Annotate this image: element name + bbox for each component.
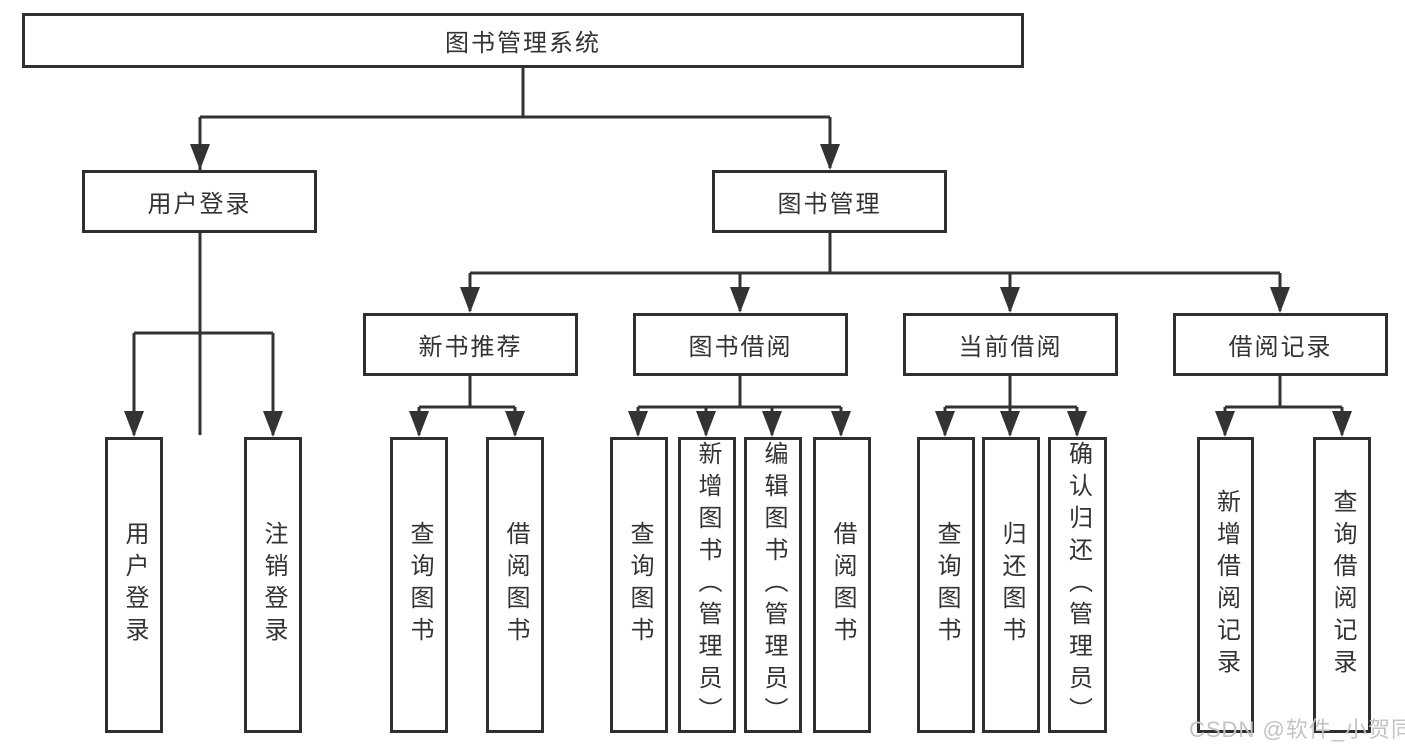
arrow-down-icon [820, 144, 840, 170]
node-borrow-records: 借阅记录 [1173, 313, 1388, 376]
arrow-down-icon [762, 411, 782, 437]
leaf-query-borrow-record: 查询借阅记录 [1313, 437, 1371, 733]
connector-borrow-records [1223, 376, 1344, 435]
leaf-edit-book-admin-label: 编辑图书（管理员） [760, 441, 787, 729]
node-new-book-recommend: 新书推荐 [363, 313, 578, 376]
leaf-add-book-admin-label: 新增图书（管理员） [694, 441, 721, 729]
leaf-return-book-label: 归还图书 [998, 521, 1025, 649]
leaf-return-book: 归还图书 [982, 437, 1040, 733]
node-current-borrow-label: 当前借阅 [958, 334, 1063, 361]
leaf-borrow-books-label: 借阅图书 [829, 521, 856, 649]
arrow-down-icon [124, 411, 144, 437]
leaf-confirm-return-admin: 确认归还（管理员） [1048, 437, 1107, 733]
arrow-down-icon [1000, 287, 1020, 313]
arrow-down-icon [831, 411, 851, 437]
arrow-down-icon [505, 411, 525, 437]
leaf-query-books-borrow: 查询图书 [610, 437, 668, 733]
arrow-down-icon [1215, 411, 1235, 437]
arrow-down-icon [263, 411, 283, 437]
arrow-down-icon [696, 411, 716, 437]
node-root: 图书管理系统 [22, 13, 1024, 68]
arrow-down-icon [1000, 411, 1020, 437]
leaf-borrow-books-recommend-label: 借阅图书 [502, 521, 529, 649]
arrow-down-icon [730, 287, 750, 313]
arrow-down-icon [1332, 411, 1352, 437]
node-book-borrow: 图书借阅 [633, 313, 848, 376]
leaf-edit-book-admin: 编辑图书（管理员） [744, 437, 802, 733]
node-current-borrow: 当前借阅 [903, 313, 1118, 376]
connector-root [198, 68, 832, 435]
leaf-user-login-label: 用户登录 [121, 521, 148, 649]
leaf-add-borrow-record-label: 新增借阅记录 [1212, 489, 1240, 681]
node-user-login-label: 用户登录 [147, 191, 252, 218]
arrow-down-icon [1270, 287, 1290, 313]
leaf-user-login: 用户登录 [105, 437, 163, 733]
leaf-borrow-books-recommend: 借阅图书 [486, 437, 544, 733]
leaf-confirm-return-admin-label: 确认归还（管理员） [1064, 441, 1092, 729]
node-user-login: 用户登录 [82, 170, 317, 233]
leaf-borrow-books: 借阅图书 [813, 437, 871, 733]
connector-book-borrow [636, 376, 843, 435]
leaf-add-book-admin: 新增图书（管理员） [678, 437, 736, 733]
arrow-down-icon [409, 411, 429, 437]
leaf-query-borrow-record-label: 查询借阅记录 [1329, 489, 1356, 681]
leaf-query-books-recommend: 查询图书 [390, 437, 448, 733]
connector-new-book-recommend [417, 376, 517, 435]
leaf-query-books-recommend-label: 查询图书 [406, 521, 433, 649]
node-root-label: 图书管理系统 [445, 30, 601, 57]
node-book-management: 图书管理 [712, 170, 947, 233]
connector-user-login [132, 233, 275, 435]
node-new-book-recommend-label: 新书推荐 [418, 334, 523, 361]
arrow-down-icon [460, 287, 480, 313]
csdn-watermark: CSDN @软件_小贺同学 [1189, 712, 1405, 744]
arrow-down-icon [1067, 411, 1087, 437]
node-book-borrow-label: 图书借阅 [688, 334, 793, 361]
node-borrow-records-label: 借阅记录 [1228, 334, 1333, 361]
node-book-management-label: 图书管理 [777, 191, 882, 218]
arrow-down-icon [190, 144, 210, 170]
leaf-query-books-borrow-label: 查询图书 [626, 521, 653, 649]
leaf-logout: 注销登录 [244, 437, 302, 733]
leaf-query-books-current-label: 查询图书 [933, 521, 960, 649]
connector-book-management [468, 233, 1282, 311]
csdn-watermark-text: CSDN @软件_小贺同 [1189, 717, 1405, 742]
arrow-down-icon [628, 411, 648, 437]
arrow-down-icon [935, 411, 955, 437]
leaf-logout-label: 注销登录 [260, 521, 287, 649]
leaf-query-books-current: 查询图书 [917, 437, 975, 733]
leaf-add-borrow-record: 新增借阅记录 [1197, 437, 1254, 733]
